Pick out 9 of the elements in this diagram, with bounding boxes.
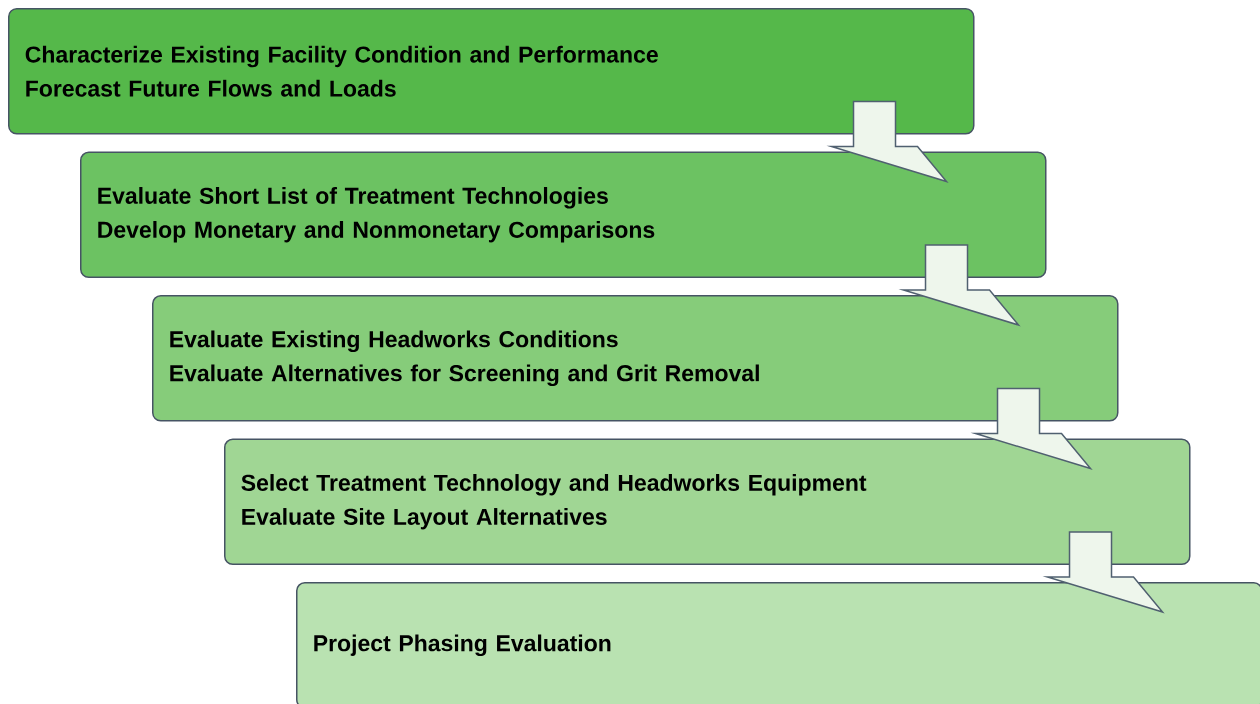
block-arrow	[826, 100, 949, 183]
block-arrow	[898, 244, 1021, 327]
process-box: Evaluate Short List of Treatment Technologies Develop Monetary and Nonmonetary Comparisons	[80, 151, 1047, 278]
process-box: Evaluate Existing Headworks Conditions Evaluate Alternatives for Screening and Grit Removal	[152, 295, 1119, 422]
process-box: Select Treatment Technology and Headworks Equipment Evaluate Site Layout Alternatives	[224, 438, 1191, 565]
process-box: Characterize Existing Facility Condition and Performance Forecast Future Flows and Loads	[8, 8, 975, 135]
block-arrow	[970, 387, 1093, 470]
process-box: Project Phasing Evaluation	[296, 582, 1260, 704]
block-arrow	[1042, 531, 1165, 614]
